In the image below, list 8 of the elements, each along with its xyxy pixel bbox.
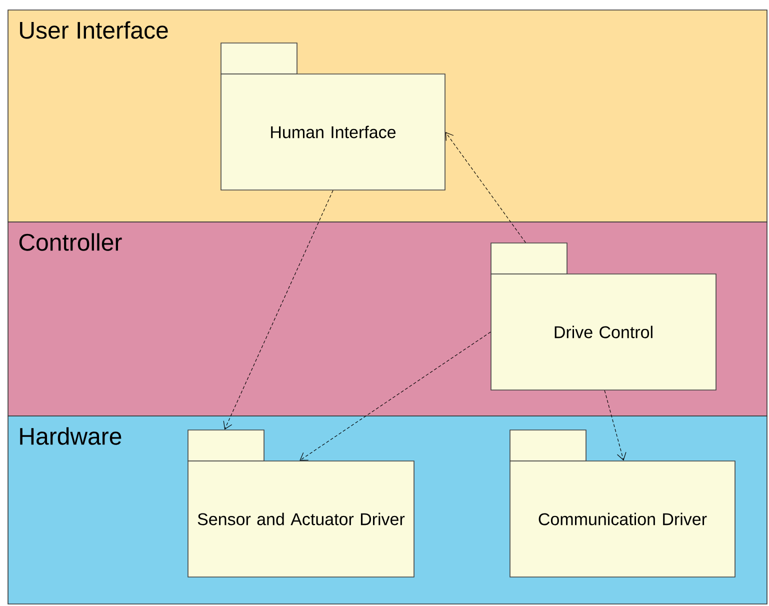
package-box: Drive Control — [490, 242, 716, 390]
dependency-arrow — [300, 332, 491, 461]
dependency-arrow — [223, 190, 334, 430]
dependency-arrow — [445, 132, 526, 243]
package-box: Communication Driver — [510, 430, 736, 578]
package-box: Human Interface — [220, 42, 446, 190]
dependency-arrow — [604, 390, 626, 461]
package-box: Sensor and Actuator Driver — [188, 430, 414, 578]
